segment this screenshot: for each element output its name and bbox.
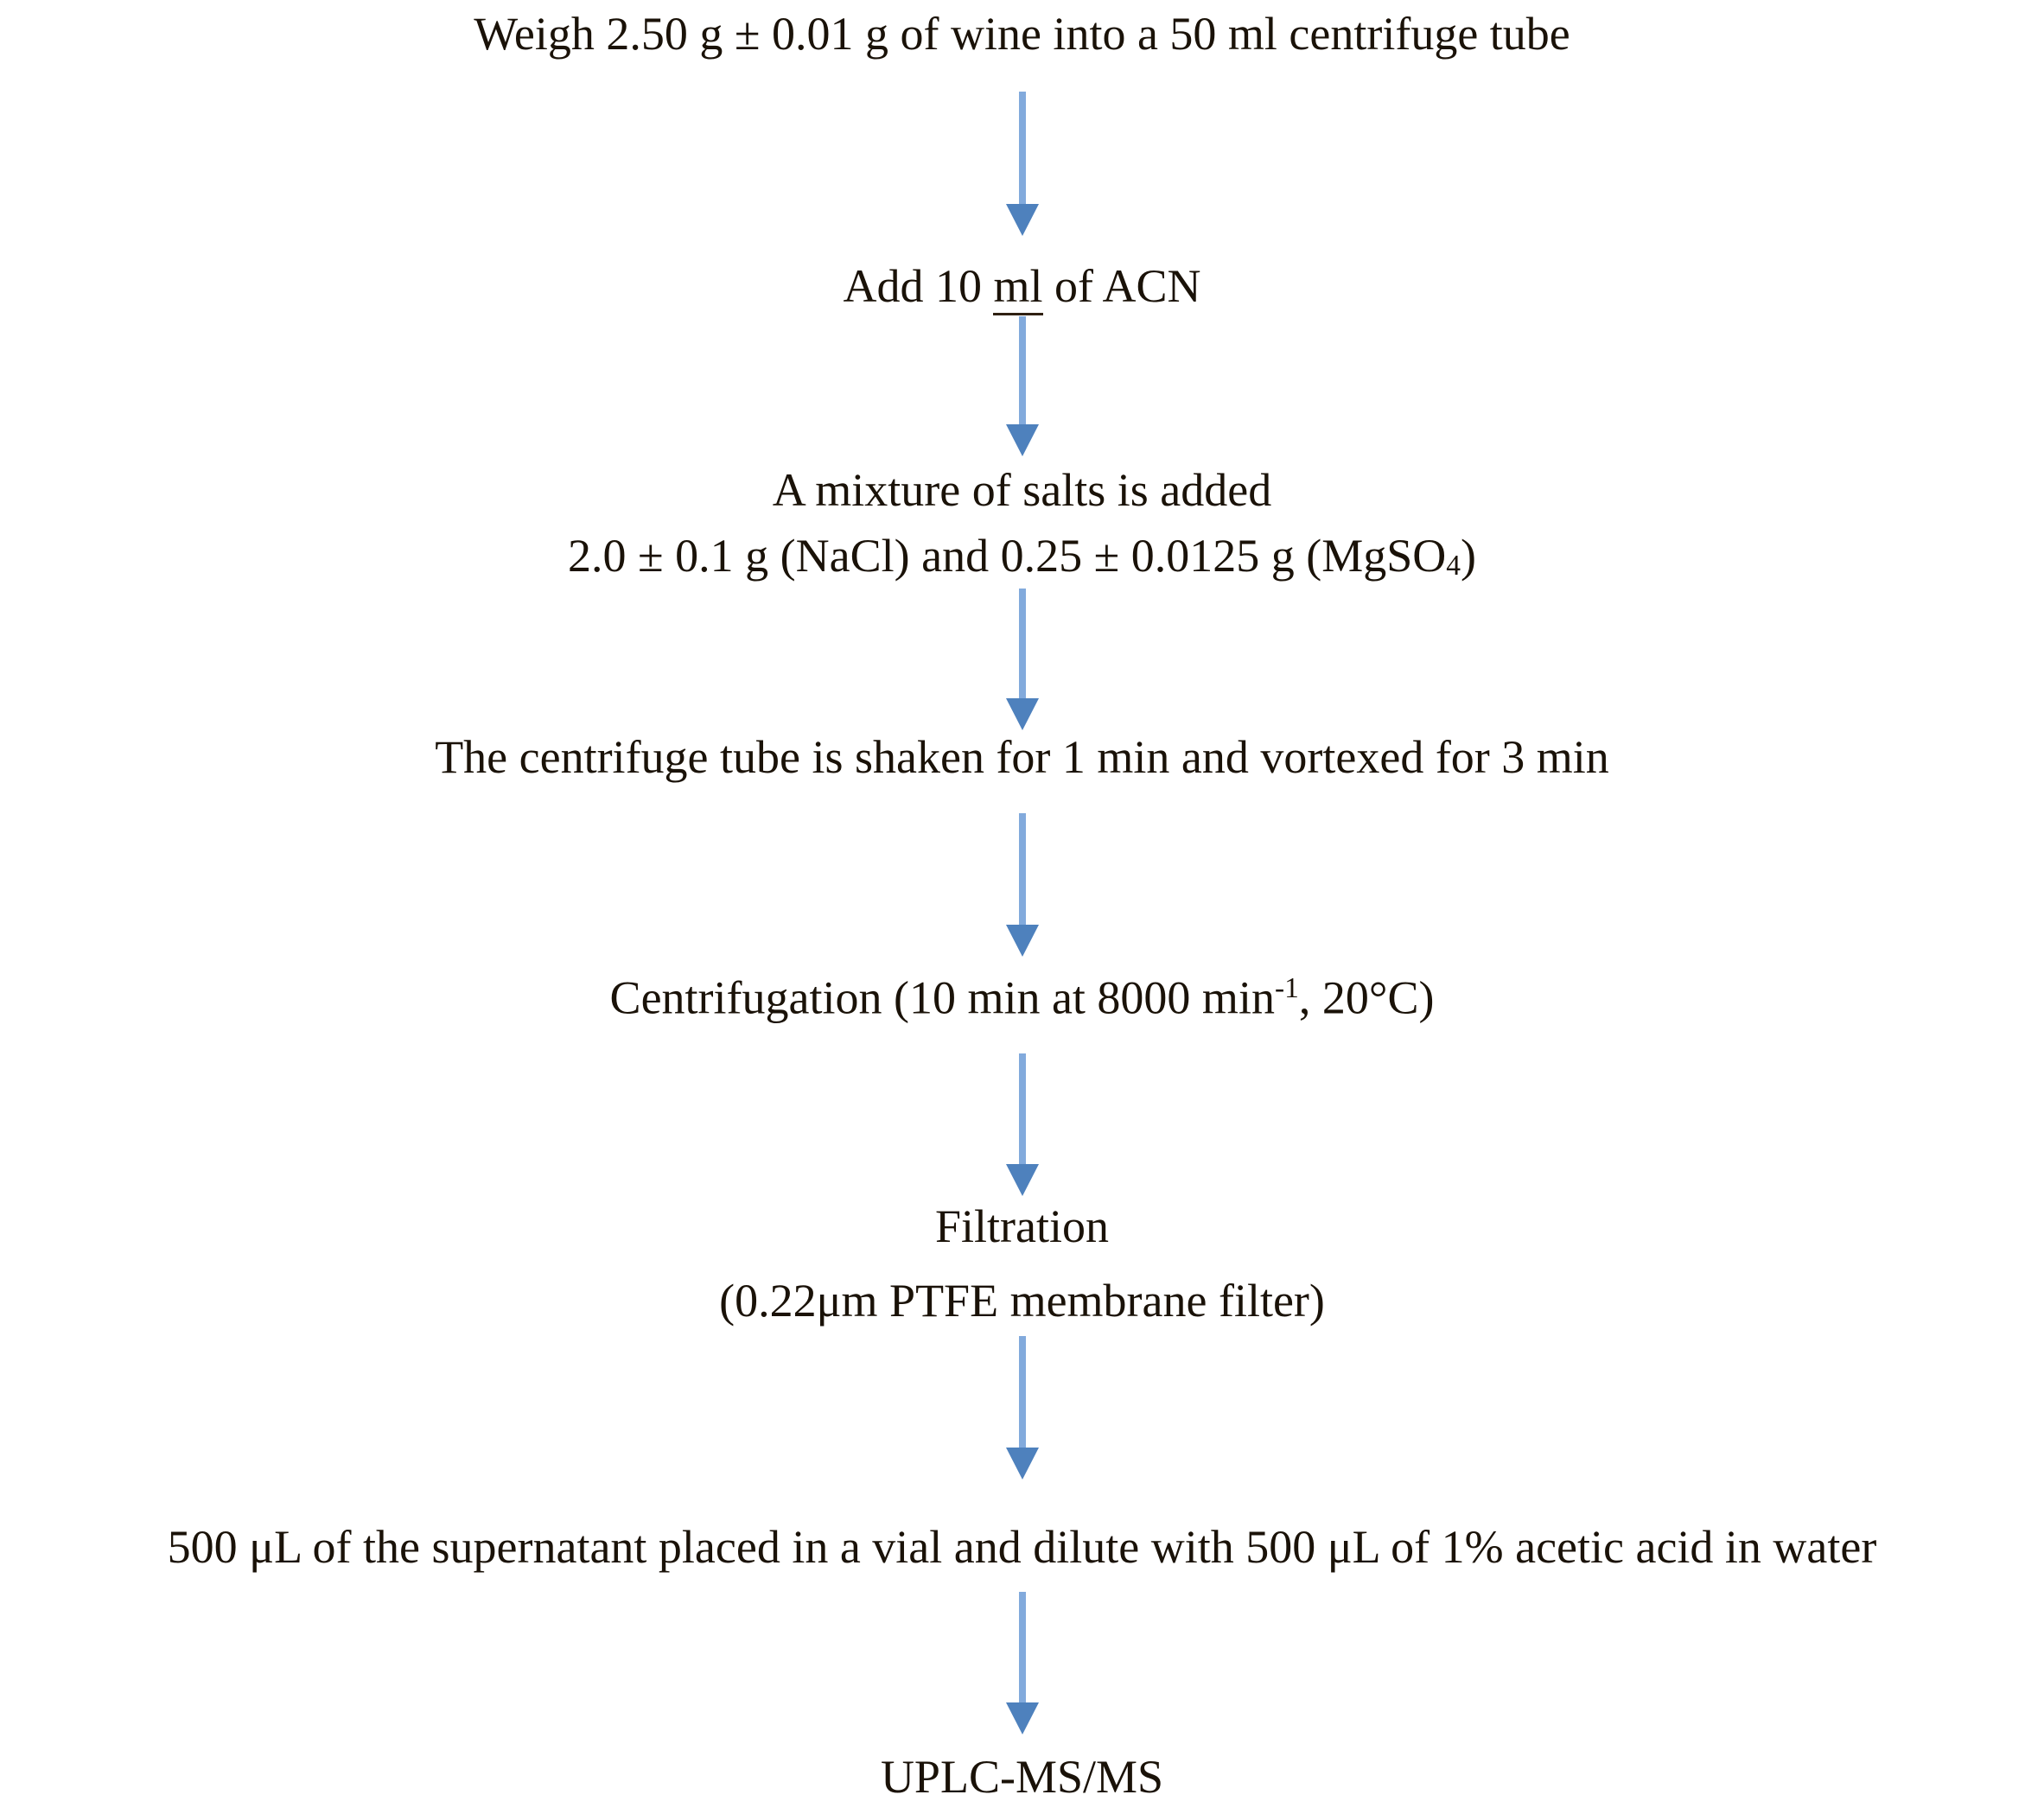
arrow-down-icon	[1005, 698, 1039, 730]
step-text: The centrifuge tube is shaken for 1 min …	[435, 731, 1609, 783]
step-text: Filtration	[935, 1200, 1109, 1252]
arrow-shaft	[1018, 589, 1026, 698]
arrow-down-icon	[1005, 1448, 1039, 1480]
arrow-shaft	[1018, 1053, 1026, 1164]
underlined-text: ml	[993, 260, 1043, 315]
flow-arrow	[1005, 813, 1039, 957]
flow-arrow	[1005, 1592, 1039, 1734]
step-filtration: Filtration (0.22μm PTFE membrane filter)	[0, 1200, 2044, 1327]
superscript: -1	[1274, 972, 1299, 1004]
arrow-shaft	[1018, 813, 1026, 925]
step-text: A mixture of salts is added	[772, 464, 1272, 516]
step-text: Centrifugation (10 min at 8000 min-1, 20…	[609, 971, 1435, 1024]
arrow-shaft	[1018, 1592, 1026, 1702]
subscript: 4	[1446, 550, 1461, 582]
step-centrifugation: Centrifugation (10 min at 8000 min-1, 20…	[0, 962, 2044, 1024]
arrow-down-icon	[1005, 1702, 1039, 1734]
arrow-down-icon	[1005, 1164, 1039, 1196]
arrow-down-icon	[1005, 424, 1039, 456]
step-uplc-ms-ms: UPLC-MS/MS	[0, 1750, 2044, 1804]
arrow-shaft	[1018, 1336, 1026, 1448]
step-text: Add 10 ml of ACN	[0, 259, 2044, 315]
flow-arrow	[1005, 316, 1039, 456]
step-shake-vortex: The centrifuge tube is shaken for 1 min …	[0, 730, 2044, 784]
step-text: 500 μL of the supernatant placed in a vi…	[167, 1521, 1877, 1573]
step-text: 2.0 ± 0.1 g (NaCl) and 0.25 ± 0.0125 g (…	[568, 530, 1476, 582]
step-add-salts: A mixture of salts is added 2.0 ± 0.1 g …	[0, 463, 2044, 593]
step-dilute-supernatant: 500 μL of the supernatant placed in a vi…	[0, 1520, 2044, 1574]
step-text: UPLC-MS/MS	[880, 1751, 1164, 1803]
step-add-acn: Add 10 ml of ACN	[0, 259, 2044, 315]
flow-arrow	[1005, 589, 1039, 730]
step-text: Weigh 2.50 g ± 0.01 g of wine into a 50 …	[474, 8, 1570, 60]
step-weigh-wine: Weigh 2.50 g ± 0.01 g of wine into a 50 …	[0, 7, 2044, 60]
arrow-shaft	[1018, 316, 1026, 424]
flow-arrow	[1005, 1336, 1039, 1480]
arrow-down-icon	[1005, 925, 1039, 957]
flow-arrow	[1005, 1053, 1039, 1196]
arrow-shaft	[1018, 92, 1026, 204]
arrow-down-icon	[1005, 204, 1039, 236]
flow-arrow	[1005, 92, 1039, 236]
step-text: (0.22μm PTFE membrane filter)	[719, 1275, 1325, 1327]
